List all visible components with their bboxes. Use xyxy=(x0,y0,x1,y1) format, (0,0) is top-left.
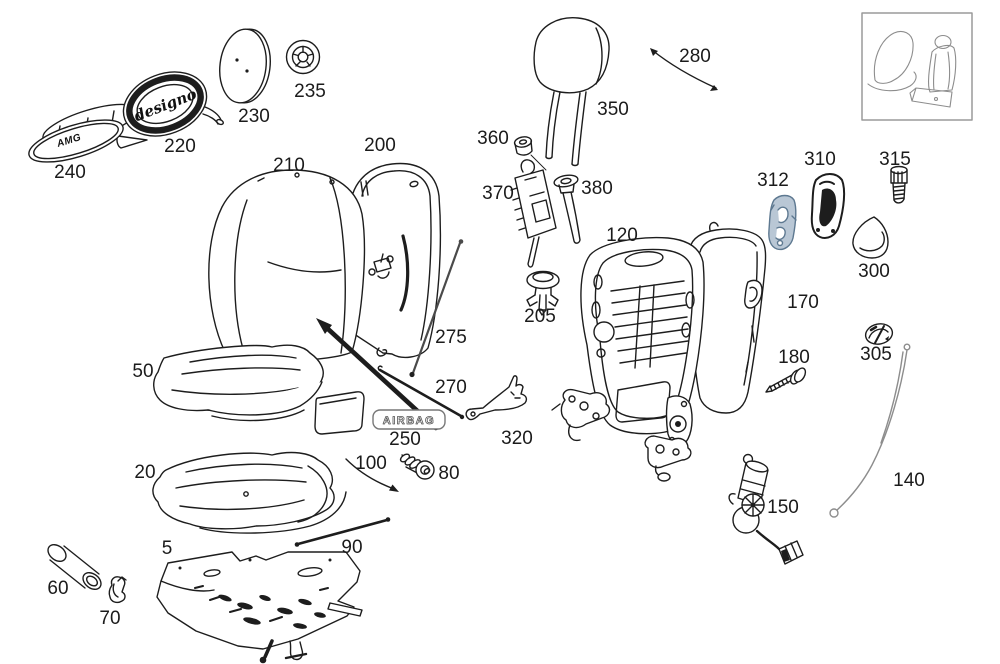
callout-180[interactable]: 180 xyxy=(778,347,810,368)
svg-text:AIRBAG: AIRBAG xyxy=(383,415,435,427)
seat-pan-drawing xyxy=(156,551,363,664)
bracket-lever-drawing xyxy=(465,375,528,421)
tension-rod-drawing xyxy=(409,239,464,378)
seat-frame-drawing xyxy=(551,236,705,482)
lock-washer-drawing xyxy=(285,39,321,75)
callout-350[interactable]: 350 xyxy=(597,99,629,120)
bowden-cable-drawing xyxy=(829,343,911,518)
callout-210[interactable]: 210 xyxy=(273,155,305,176)
callout-250[interactable]: 250 xyxy=(389,429,421,450)
callout-50[interactable]: 50 xyxy=(132,361,154,382)
callout-140[interactable]: 140 xyxy=(893,470,925,491)
cushion-pad-drawing xyxy=(152,451,347,534)
callout-100[interactable]: 100 xyxy=(355,453,387,474)
headrest-guide-sleeve-drawing xyxy=(553,174,581,244)
callout-150[interactable]: 150 xyxy=(767,497,799,518)
side-cover-drawing xyxy=(852,216,889,259)
callout-315[interactable]: 315 xyxy=(879,149,911,170)
callout-312[interactable]: 312 xyxy=(757,170,789,191)
callout-235[interactable]: 235 xyxy=(294,81,326,102)
headrest-latch-drawing xyxy=(510,159,557,268)
headrest-drawing xyxy=(533,17,610,167)
callout-320[interactable]: 320 xyxy=(501,428,533,449)
callout-205[interactable]: 205 xyxy=(524,306,556,327)
release-cable-drawing xyxy=(650,48,718,91)
direction-arrow-100 xyxy=(345,458,399,492)
tapping-screw-drawing xyxy=(765,367,807,393)
backrest-cover-drawing xyxy=(208,169,366,361)
bracket-drawing xyxy=(810,173,846,239)
callout-370[interactable]: 370 xyxy=(482,183,514,204)
callout-200[interactable]: 200 xyxy=(364,135,396,156)
designo-badge-drawing: designo xyxy=(122,71,225,137)
callout-230[interactable]: 230 xyxy=(238,106,270,127)
callout-240[interactable]: 240 xyxy=(54,162,86,183)
callout-310[interactable]: 310 xyxy=(804,149,836,170)
reference-thumbnail xyxy=(861,12,973,121)
callout-60[interactable]: 60 xyxy=(47,578,69,599)
callout-280[interactable]: 280 xyxy=(679,46,711,67)
airbag-label-drawing: AIRBAG xyxy=(372,409,446,430)
cushion-cover-drawing xyxy=(153,344,365,435)
cover-disc-drawing xyxy=(219,28,271,104)
bow-rod-drawing xyxy=(377,365,465,420)
guide-pin-drawing xyxy=(47,544,102,590)
callout-300[interactable]: 300 xyxy=(858,261,890,282)
callout-305[interactable]: 305 xyxy=(860,344,892,365)
machine-screw-drawing xyxy=(890,165,908,204)
retainer-clip-drawing xyxy=(108,576,127,604)
callout-170[interactable]: 170 xyxy=(787,292,819,313)
callout-275[interactable]: 275 xyxy=(435,327,467,348)
retaining-rod-drawing xyxy=(294,517,391,547)
callout-80[interactable]: 80 xyxy=(438,463,460,484)
callout-90[interactable]: 90 xyxy=(341,537,363,558)
push-clip-drawing xyxy=(526,270,560,316)
adjustment-motor-drawing xyxy=(728,453,804,565)
headrest-sleeve-button-drawing xyxy=(513,136,547,171)
socket-screw-drawing xyxy=(399,453,435,480)
callout-20[interactable]: 20 xyxy=(134,462,156,483)
callout-70[interactable]: 70 xyxy=(99,608,121,629)
cap-grommet-drawing xyxy=(864,323,894,345)
callout-380[interactable]: 380 xyxy=(581,178,613,199)
callout-270[interactable]: 270 xyxy=(435,377,467,398)
callout-120[interactable]: 120 xyxy=(606,225,638,246)
callout-220[interactable]: 220 xyxy=(164,136,196,157)
callout-5[interactable]: 5 xyxy=(161,538,173,559)
bracket-highlighted-drawing xyxy=(768,194,797,251)
amg-badge-drawing: AMG xyxy=(28,102,157,163)
backrest-rear-panel-drawing xyxy=(688,221,767,414)
callout-360[interactable]: 360 xyxy=(477,128,509,149)
